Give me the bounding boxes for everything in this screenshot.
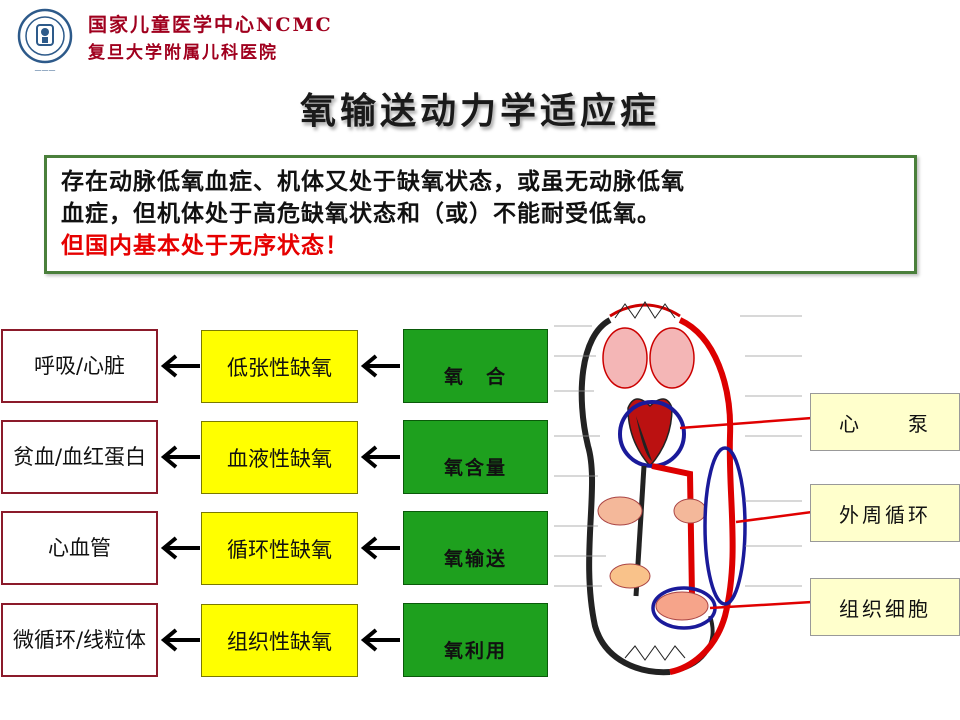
organ-box-respiratory: 呼吸/心脏 (1, 329, 158, 403)
org-name-line2: 复旦大学附属儿科医院 (88, 43, 278, 63)
factor-box-oxygenation: 氧 合 (403, 329, 548, 403)
pointer-arrows (679, 416, 812, 610)
factor-box-oxygen-utilization: 氧利用 (403, 603, 548, 677)
definition-box: 存在动脉低氧血症、机体又处于缺氧状态，或虽无动脉低氧 血症，但机体处于高危缺氧状… (44, 155, 917, 274)
arrow-left-icon (160, 445, 200, 469)
definition-warning: 但国内基本处于无序状态！ (61, 232, 349, 259)
label-tissue-cells: 组织细胞 (810, 578, 960, 636)
definition-line2: 血症，但机体处于高危缺氧状态和（或）不能耐受低氧。 (61, 200, 661, 227)
circulation-diagram-image (554, 301, 802, 676)
organ-box-anemia: 贫血/血红蛋白 (1, 420, 158, 494)
slide-title: 氧输送动力学适应症 (299, 90, 660, 132)
organ-box-microcirculation: 微循环/线粒体 (1, 603, 158, 677)
arrow-left-icon (360, 628, 400, 652)
label-heart-pump: 心 泵 (810, 393, 960, 451)
arrow-left-icon (360, 536, 400, 560)
factor-box-oxygen-content: 氧含量 (403, 420, 548, 494)
circulation-diagram (554, 301, 812, 676)
arrow-left-icon (160, 354, 200, 378)
arrow-left-icon (160, 628, 200, 652)
hospital-seal-icon: ——— (17, 8, 73, 74)
label-peripheral-circulation: 外周循环 (810, 484, 960, 542)
org-name-line1: 国家儿童医学中心NCMC (88, 14, 333, 36)
arrow-left-icon (360, 445, 400, 469)
organ-box-cardiovascular: 心血管 (1, 511, 158, 585)
arrow-left-icon (360, 354, 400, 378)
factor-box-oxygen-delivery: 氧输送 (403, 511, 548, 585)
hypoxia-box-hemic: 血液性缺氧 (201, 421, 358, 494)
svg-text:———: ——— (35, 66, 56, 74)
hypoxia-box-histotoxic: 组织性缺氧 (201, 604, 358, 677)
hypoxia-box-circulatory: 循环性缺氧 (201, 512, 358, 585)
hypoxia-box-hypotonic: 低张性缺氧 (201, 330, 358, 403)
definition-line1: 存在动脉低氧血症、机体又处于缺氧状态，或虽无动脉低氧 (61, 168, 685, 195)
arrow-left-icon (160, 536, 200, 560)
